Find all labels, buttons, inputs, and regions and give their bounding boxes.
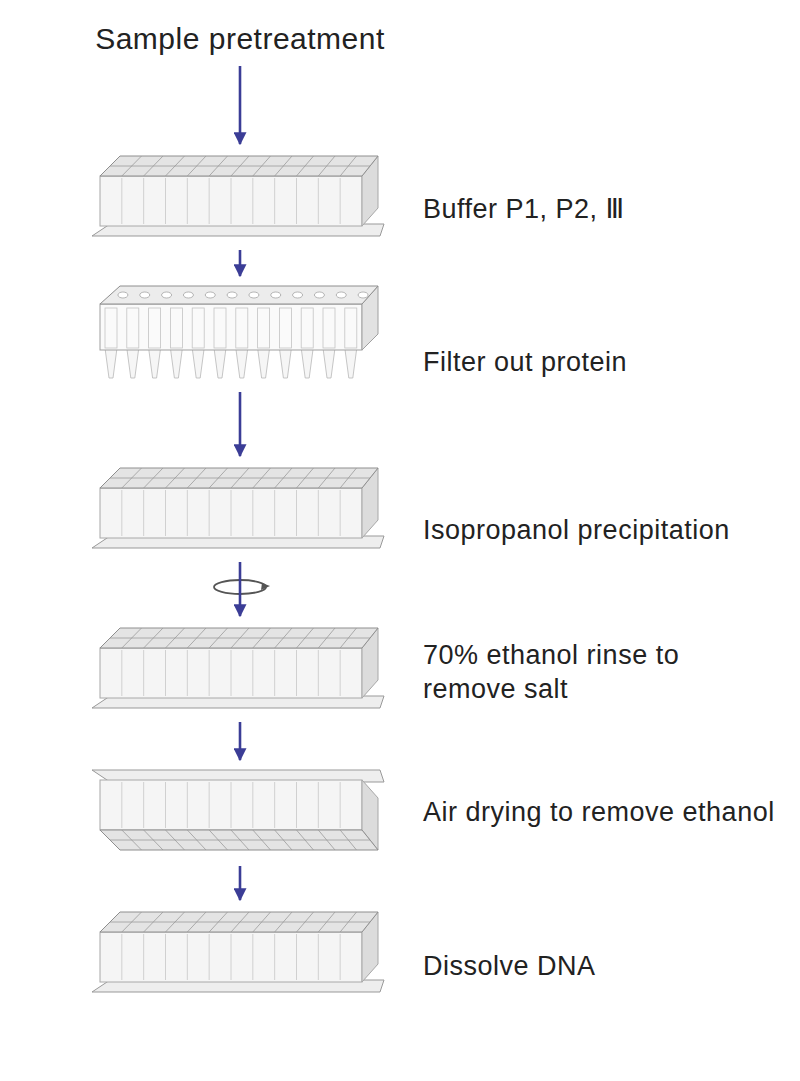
plate-step: Buffer P1, P2, Ⅲ: [88, 150, 388, 240]
plate-illustration: [88, 462, 388, 552]
step-label: Isopropanol precipitation: [423, 514, 780, 548]
plate-illustration: [88, 766, 388, 856]
plate-step: Isopropanol precipitation: [88, 462, 388, 552]
plate-illustration: [88, 282, 388, 382]
flow-arrow: [239, 722, 242, 760]
step-label: Filter out protein: [423, 346, 780, 380]
centrifuge-rotation-symbol: [214, 580, 270, 594]
flow-arrow: [239, 66, 242, 144]
plate-step: Dissolve DNA: [88, 906, 388, 996]
step-label: Dissolve DNA: [423, 950, 780, 984]
plate-illustration: [88, 150, 388, 240]
flow-arrow: [239, 392, 242, 456]
start-label: Sample pretreatment: [95, 22, 385, 56]
start-step: Sample pretreatment: [95, 22, 385, 56]
plate-illustration: [88, 906, 388, 996]
plate-step: 70% ethanol rinse to remove salt: [88, 622, 388, 712]
plate-illustration: [88, 622, 388, 712]
flow-arrow: [239, 250, 242, 276]
step-label: 70% ethanol rinse to remove salt: [423, 639, 780, 707]
flow-arrow: [239, 562, 242, 616]
step-label: Air drying to remove ethanol: [423, 796, 780, 830]
flow-arrow: [239, 866, 242, 900]
plate-step: Air drying to remove ethanol: [88, 766, 388, 856]
step-label: Buffer P1, P2, Ⅲ: [423, 193, 780, 227]
plate-step: Filter out protein: [88, 282, 388, 382]
